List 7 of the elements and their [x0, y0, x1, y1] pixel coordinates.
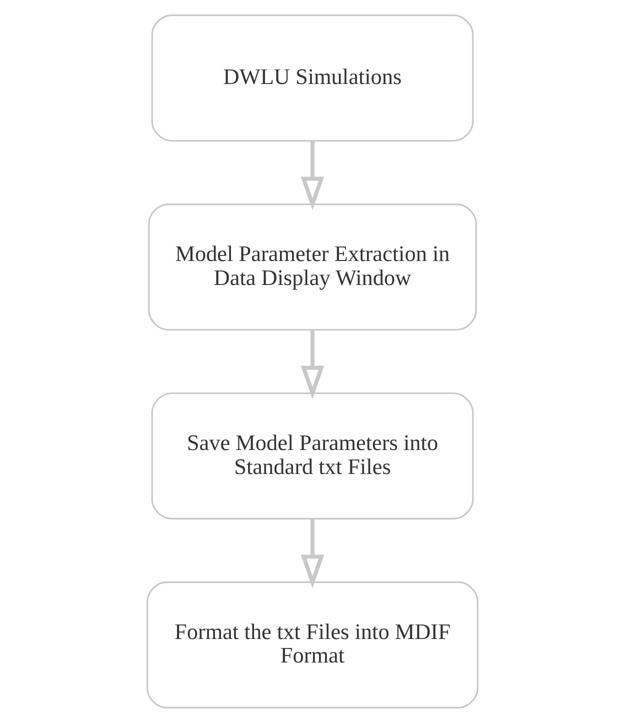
arrow [300, 330, 324, 400]
arrow [300, 140, 324, 210]
arrow [300, 518, 324, 588]
node-box: Model Parameter Extraction in Data Display Window [148, 204, 476, 331]
node-box: Format the txt Files into MDIF Format [146, 581, 478, 708]
node-box: Save Model Parameters into Standard txt Files [150, 392, 474, 520]
node-box: DWLU Simulations [150, 14, 474, 142]
